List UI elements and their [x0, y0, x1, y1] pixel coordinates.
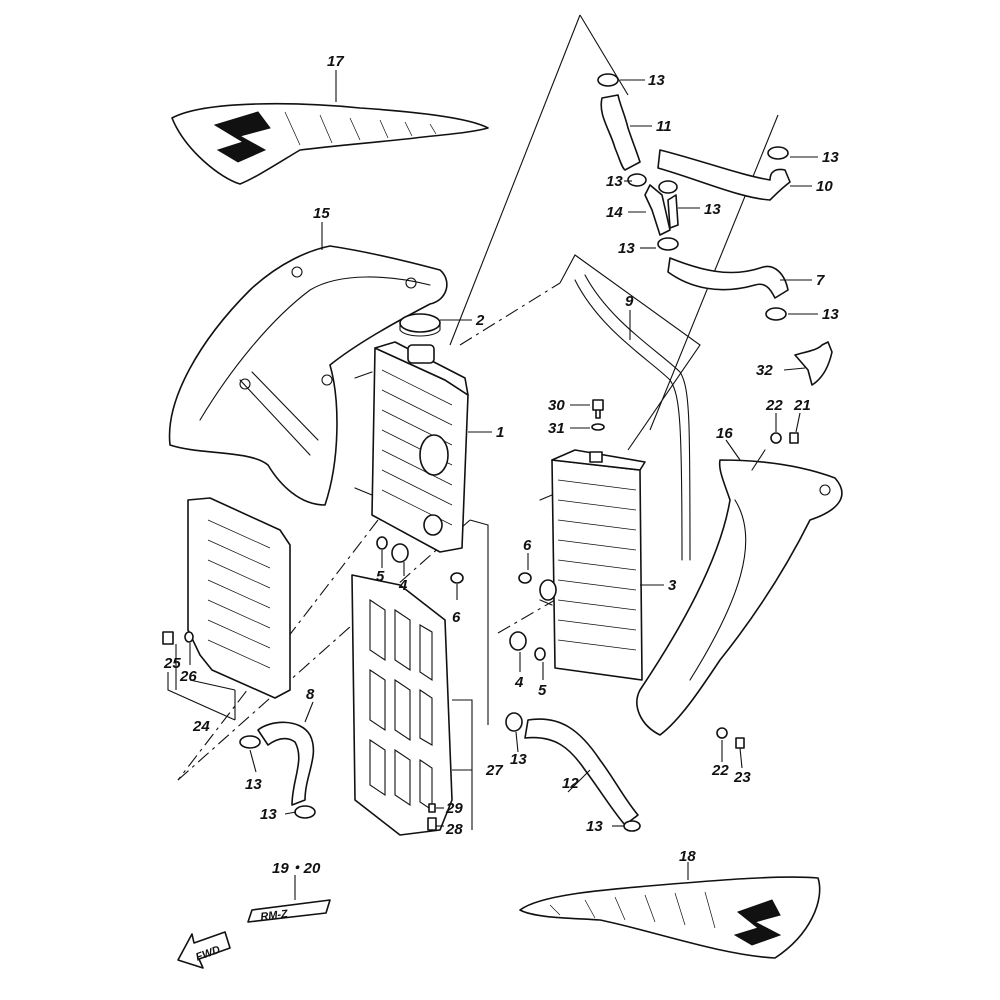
callout-9: 9 [625, 293, 634, 310]
callout-4-left: 4 [398, 577, 408, 594]
emblem-19-20: RM-Z [247, 899, 331, 923]
callout-6-right: 6 [523, 537, 532, 554]
bolt-icon [592, 399, 604, 419]
callout-6-left: 6 [452, 609, 461, 626]
callout-26: 26 [179, 668, 197, 685]
callout-5-left: 5 [376, 568, 385, 585]
hose-12 [524, 718, 639, 826]
callout-13-b: 13 [822, 149, 839, 166]
washer-31 [591, 423, 605, 431]
hose-clamp-icon [627, 173, 647, 187]
radiator-right [539, 449, 646, 681]
radiator-cap [399, 313, 441, 337]
hose-clamp-icon [239, 735, 261, 749]
hose-clamp-icon [597, 73, 619, 87]
callout-13-i: 13 [510, 751, 527, 768]
callout-3: 3 [668, 577, 677, 594]
hose-14-joint [644, 184, 679, 236]
callout-4-right: 4 [514, 674, 524, 691]
hose-clamp-icon [658, 180, 678, 194]
callout-16: 16 [716, 425, 733, 442]
callout-24: 24 [192, 718, 210, 735]
hose-clamp-icon [765, 307, 787, 321]
callout-13-e: 13 [618, 240, 635, 257]
clip-25 [162, 631, 174, 645]
callout-leaders [167, 70, 818, 900]
screw-29 [428, 803, 436, 813]
bolt-6 [450, 572, 464, 584]
hose-clamp-icon [657, 237, 679, 251]
collar-22 [716, 727, 728, 739]
callout-13-g: 13 [245, 776, 262, 793]
callout-1: 1 [496, 424, 504, 441]
callout-31: 31 [548, 420, 565, 437]
callout-13-h: 13 [260, 806, 277, 823]
hose-11 [600, 94, 641, 171]
shroud-graphic-lower [519, 876, 821, 959]
callouts: 17 15 2 1 3 13 11 13 10 13 13 14 13 7 13… [163, 53, 839, 877]
bolt-icon [789, 432, 799, 444]
callout-18: 18 [679, 848, 696, 865]
callout-13-j: 13 [586, 818, 603, 835]
radiator-louver-left [187, 497, 291, 699]
callout-13-f: 13 [822, 306, 839, 323]
callout-25: 25 [163, 655, 181, 672]
callout-13-c: 13 [606, 173, 623, 190]
nut-26 [184, 631, 194, 643]
radiator-guard [351, 574, 453, 836]
callout-8: 8 [306, 686, 315, 703]
shroud-graphic-upper [171, 102, 489, 185]
callout-22-bottom: 22 [711, 762, 729, 779]
hose-9 [574, 274, 691, 561]
callout-17: 17 [327, 53, 344, 70]
callout-5-right: 5 [538, 682, 547, 699]
callout-2: 2 [475, 312, 485, 329]
grommet-4 [509, 631, 527, 651]
radiator-shroud-right [636, 449, 843, 736]
callout-14: 14 [606, 204, 623, 221]
hose-clamp-icon [294, 805, 316, 819]
radiator-left [354, 341, 469, 553]
callout-27: 27 [485, 762, 503, 779]
hose-7 [667, 257, 789, 299]
radiator-shroud-left [168, 245, 448, 506]
bracket-32 [794, 341, 833, 386]
callout-13-d: 13 [704, 201, 721, 218]
hose-8 [257, 721, 315, 806]
callout-11: 11 [656, 118, 672, 135]
callout-19-20: 19・20 [272, 860, 321, 877]
hose-clamp-icon [505, 712, 523, 732]
callout-22-top: 22 [765, 397, 783, 414]
collar-5 [376, 536, 388, 550]
callout-21: 21 [793, 397, 811, 414]
hose-clamps [239, 73, 789, 832]
callout-15: 15 [313, 205, 330, 222]
callout-30: 30 [548, 397, 565, 414]
collar-5 [534, 647, 546, 661]
collar-22 [770, 432, 782, 444]
clip-28 [427, 817, 437, 831]
callout-10: 10 [816, 178, 833, 195]
callout-23: 23 [733, 769, 751, 786]
callout-28: 28 [445, 821, 463, 838]
callout-32: 32 [756, 362, 773, 379]
grommet-4 [391, 543, 409, 563]
callout-29: 29 [445, 800, 463, 817]
fwd-arrow-icon: FWD [177, 931, 231, 969]
bolt-icon [735, 737, 745, 749]
emblem-text: RM-Z [260, 908, 290, 923]
hose-clamp-icon [767, 146, 789, 160]
hardware [162, 341, 833, 831]
bolt-6 [518, 572, 532, 584]
callout-7: 7 [816, 272, 825, 289]
callout-12: 12 [562, 775, 579, 792]
callout-13-a: 13 [648, 72, 665, 89]
hose-10 [657, 149, 791, 201]
hose-clamp-icon [623, 820, 641, 832]
